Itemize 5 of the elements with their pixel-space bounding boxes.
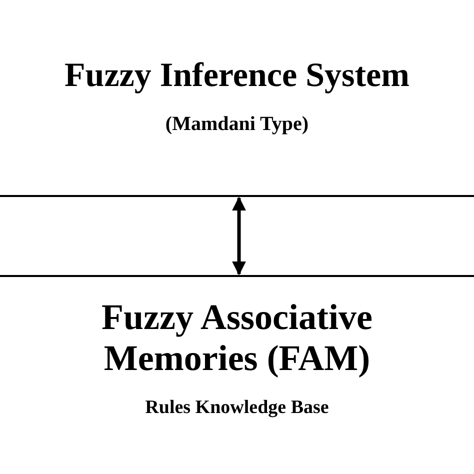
subtitle-text: Rules Knowledge Base	[144, 397, 330, 419]
double-arrow	[232, 196, 246, 276]
title-text: Fuzzy Inference System	[64, 56, 410, 96]
subtitle-text: (Mamdani Type)	[164, 113, 310, 136]
title-text: Fuzzy Associative Memories (FAM)	[100, 297, 374, 380]
